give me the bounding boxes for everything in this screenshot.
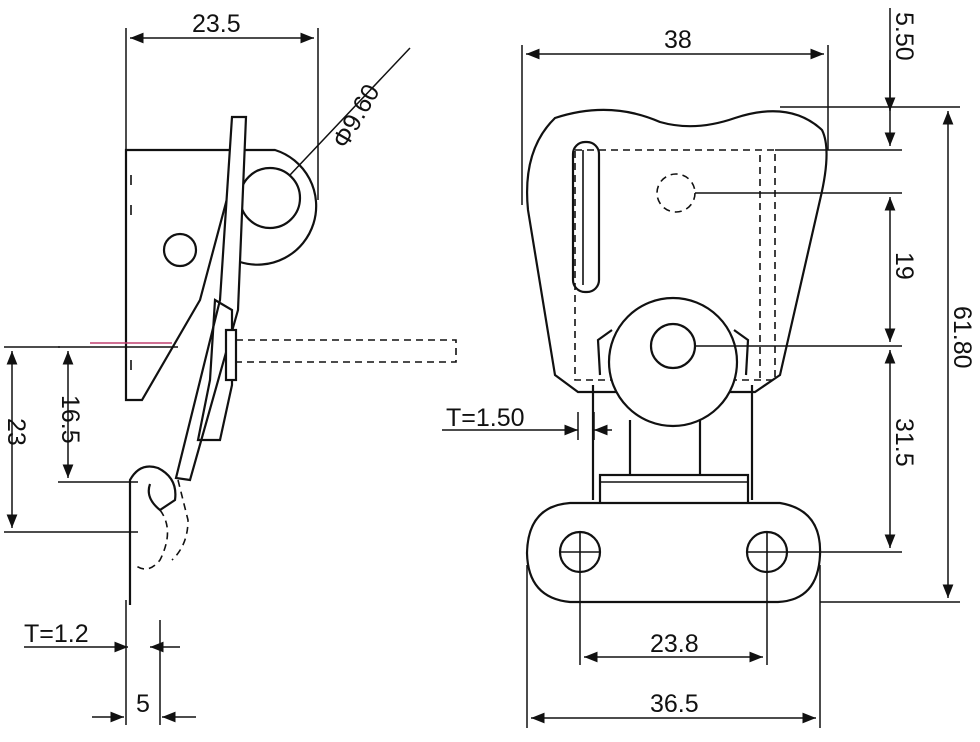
front-view xyxy=(525,108,828,604)
dim-front-hole-spacing: 19 xyxy=(890,252,918,280)
side-dimensions: 23.5 Φ9.60 16.5 23 T=1.2 5 xyxy=(2,10,411,725)
dim-front-total-height: 61.80 xyxy=(948,306,976,369)
dim-front-lower-height: 31.5 xyxy=(890,418,918,467)
dim-side-thickness: T=1.2 xyxy=(24,620,89,648)
dim-side-width: 23.5 xyxy=(192,10,241,38)
dim-side-base: 5 xyxy=(136,690,150,718)
side-view xyxy=(90,115,457,605)
dim-front-mount-spacing: 23.8 xyxy=(650,630,699,658)
dim-front-base-width: 36.5 xyxy=(650,690,699,718)
dim-side-height-a: 16.5 xyxy=(56,395,84,444)
dim-ring-diameter: Φ9.60 xyxy=(327,80,386,153)
front-dimensions: 38 5.50 19 31.5 61.80 T=1.50 23.8 xyxy=(442,8,976,728)
dim-front-top-offset: 5.50 xyxy=(890,12,918,61)
dim-front-thickness: T=1.50 xyxy=(446,404,525,432)
dim-front-top-width: 38 xyxy=(664,26,692,54)
dim-side-height-b: 23 xyxy=(2,418,30,446)
